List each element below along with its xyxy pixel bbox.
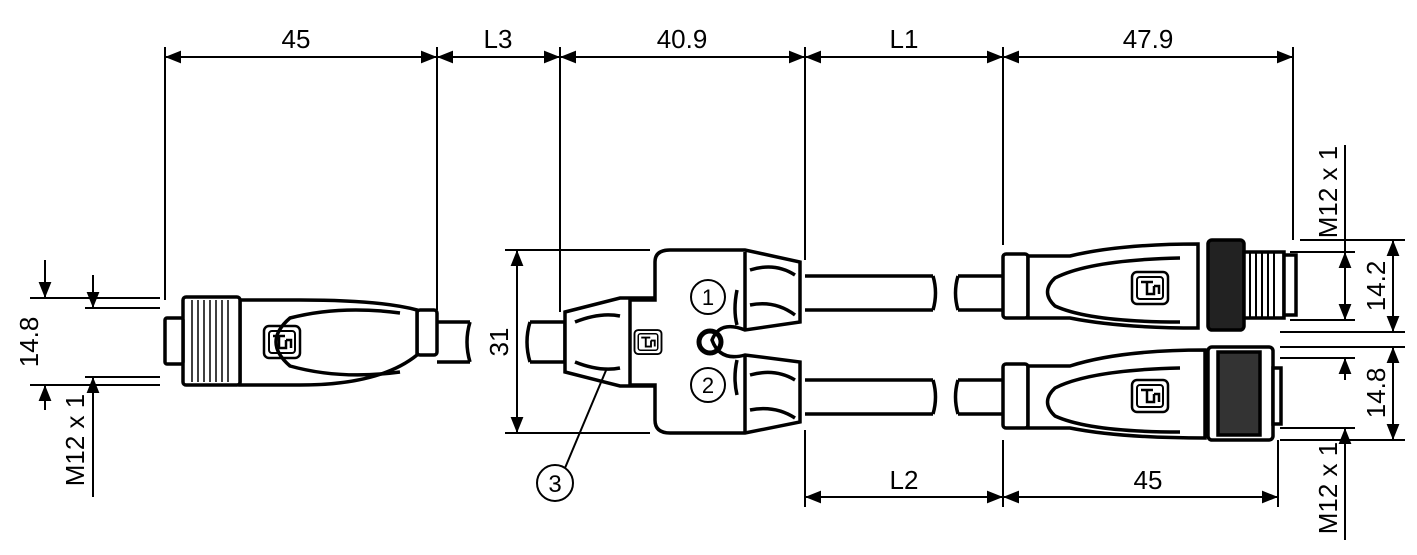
top-dimension-chain: 45 L3 40.9 L1 47.9 <box>164 24 1294 312</box>
right-female-connector <box>1001 345 1283 442</box>
dim-right-top-thread: M12 x 1 <box>1313 146 1343 239</box>
y-splitter: 1 2 3 <box>525 248 802 502</box>
branch-cables <box>805 274 1003 416</box>
bottom-dimension-chain: L2 45 <box>804 430 1279 507</box>
dim-right-top-height: 14.2 <box>1361 261 1391 312</box>
dim-right-bottom-height: 14.8 <box>1361 368 1391 419</box>
dim-splitter-height: 31 <box>484 328 514 357</box>
dim-l2: L2 <box>890 465 919 495</box>
left-female-connector <box>163 295 472 387</box>
callout-3: 3 <box>548 471 561 498</box>
port-1-label: 1 <box>702 285 714 310</box>
dim-left-connector-length: 45 <box>282 24 311 54</box>
right-dimensions: M12 x 1 14.2 14.8 M12 x 1 <box>1280 145 1405 540</box>
splitter-dimension: 31 <box>484 249 650 434</box>
dim-right-male-length: 47.9 <box>1123 24 1174 54</box>
dim-left-thread: M12 x 1 <box>60 394 90 487</box>
port-2-label: 2 <box>702 373 714 398</box>
dim-l1: L1 <box>890 24 919 54</box>
dim-splitter-length: 40.9 <box>657 24 708 54</box>
dim-left-height: 14.8 <box>14 317 44 368</box>
left-dimensions: 14.8 M12 x 1 <box>14 260 160 497</box>
dim-right-female-length: 45 <box>1134 465 1163 495</box>
dim-right-bottom-thread: M12 x 1 <box>1313 442 1343 535</box>
dim-l3: L3 <box>484 24 513 54</box>
right-male-connector <box>1001 238 1298 332</box>
